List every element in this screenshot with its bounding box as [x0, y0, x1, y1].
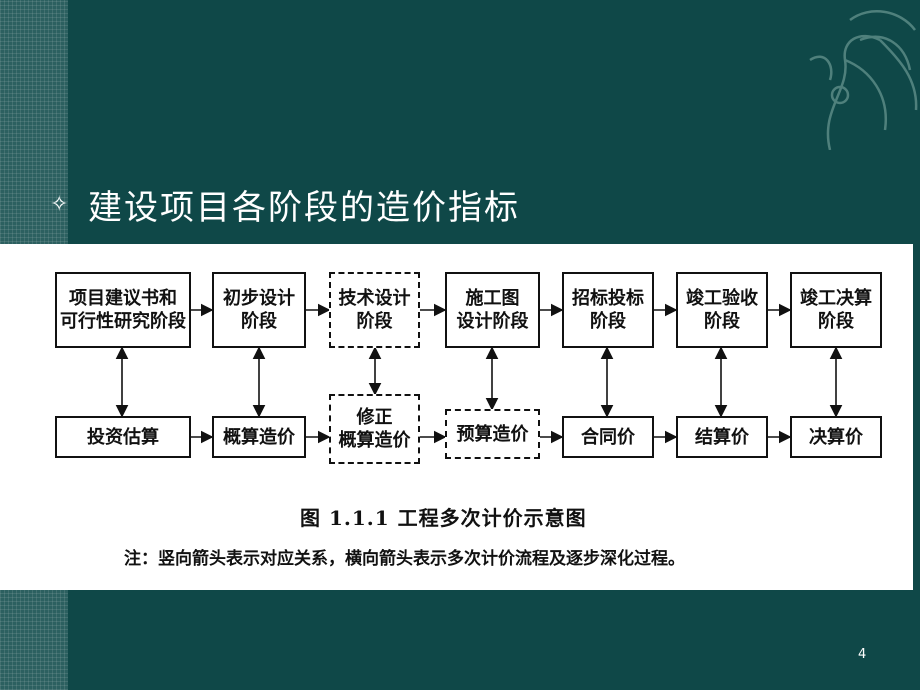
stage-box-construction-drawing: 施工图 设计阶段 [445, 272, 540, 348]
stage-box-preliminary-design: 初步设计 阶段 [212, 272, 306, 348]
stage-box-completion-acceptance: 竣工验收 阶段 [676, 272, 768, 348]
diagram-panel: 项目建议书和 可行性研究阶段 初步设计 阶段 技术设计 阶段 施工图 设计阶段 … [0, 244, 913, 590]
slide-title-row: ✧ 建设项目各阶段的造价指标 [50, 176, 520, 232]
price-label: 结算价 [695, 426, 749, 448]
stage-label: 项目建议书和 可行性研究阶段 [60, 288, 186, 332]
price-box-settlement-price: 结算价 [676, 416, 768, 458]
stage-label: 竣工验收 阶段 [686, 288, 758, 332]
diagram-arrows [115, 303, 843, 444]
figure-note: 注：竖向箭头表示对应关系，横向箭头表示多次计价流程及逐步深化过程。 [124, 549, 685, 569]
stage-box-bidding: 招标投标 阶段 [562, 272, 654, 348]
price-box-revised-estimate: 修正 概算造价 [329, 394, 420, 464]
stage-label: 技术设计 阶段 [338, 288, 411, 332]
price-box-construction-budget: 预算造价 [445, 409, 540, 459]
price-label: 投资估算 [87, 426, 159, 448]
phoenix-ornament [809, 10, 918, 150]
stage-label: 施工图 设计阶段 [456, 288, 529, 332]
bullet-icon: ✧ [50, 191, 69, 217]
figure-caption: 图 1.1.1 工程多次计价示意图 [300, 506, 587, 530]
stage-box-technical-design: 技术设计 阶段 [329, 272, 420, 348]
page-number: 4 [858, 647, 867, 662]
stage-box-feasibility: 项目建议书和 可行性研究阶段 [55, 272, 191, 348]
price-box-investment-estimate: 投资估算 [55, 416, 191, 458]
stage-label: 初步设计 阶段 [223, 288, 295, 332]
price-label: 修正 概算造价 [338, 407, 411, 451]
price-label: 决算价 [809, 426, 863, 448]
price-label: 合同价 [581, 426, 635, 448]
price-label: 概算造价 [223, 426, 295, 448]
stage-box-final-accounts: 竣工决算 阶段 [790, 272, 882, 348]
price-box-final-price: 决算价 [790, 416, 882, 458]
price-label: 预算造价 [456, 423, 529, 445]
price-box-budgetary-estimate: 概算造价 [212, 416, 306, 458]
stage-label: 竣工决算 阶段 [800, 288, 872, 332]
slide-title: 建设项目各阶段的造价指标 [88, 187, 520, 228]
price-box-contract-price: 合同价 [562, 416, 654, 458]
stage-label: 招标投标 阶段 [572, 288, 644, 332]
